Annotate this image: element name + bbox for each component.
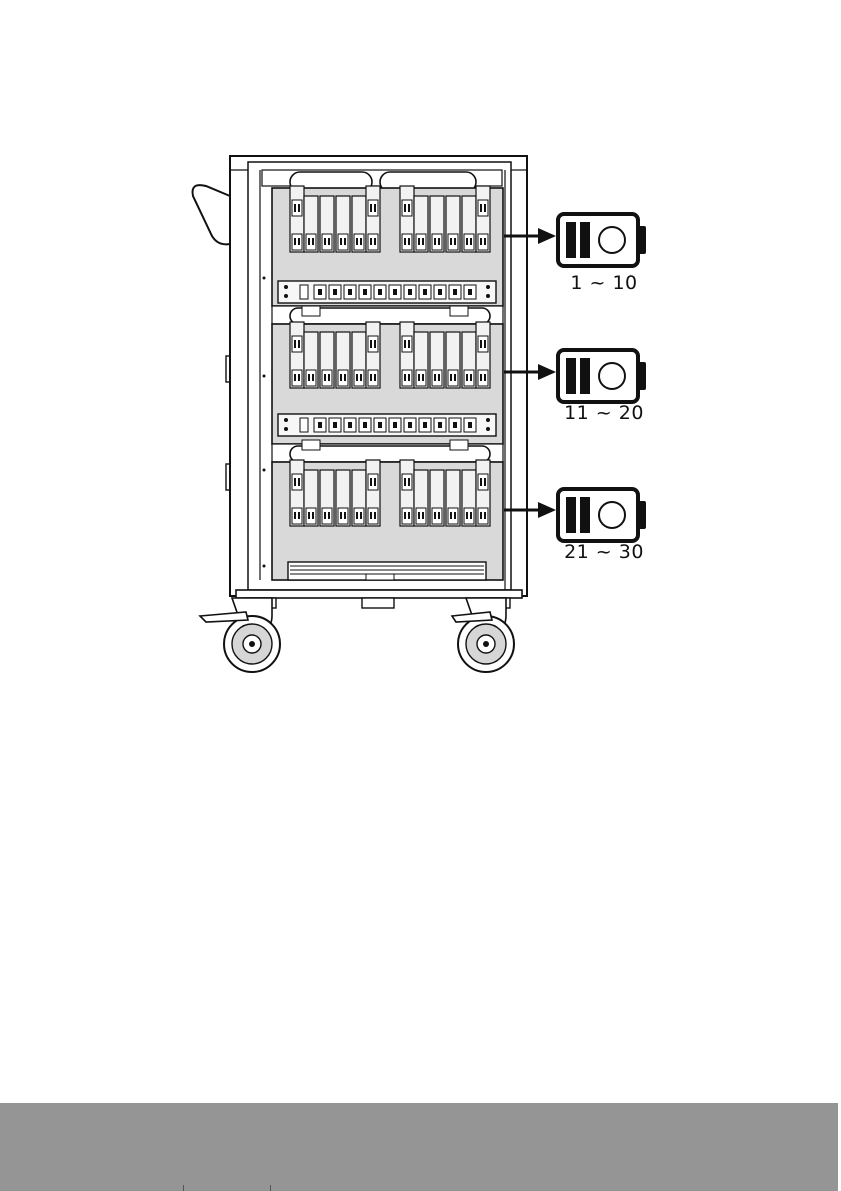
caster-right (458, 598, 514, 672)
footer-tick (183, 1185, 184, 1191)
shelf-range-label: 21 ~ 30 (556, 541, 652, 563)
footer-band (0, 1103, 838, 1191)
battery-icon (556, 487, 648, 543)
caster-left (224, 598, 280, 672)
footer-tick (270, 1185, 271, 1191)
battery-icon (556, 348, 648, 404)
battery-icon (556, 212, 648, 268)
shelf-range-label: 1 ~ 10 (556, 272, 652, 294)
shelf-range-label: 11 ~ 20 (556, 402, 652, 424)
